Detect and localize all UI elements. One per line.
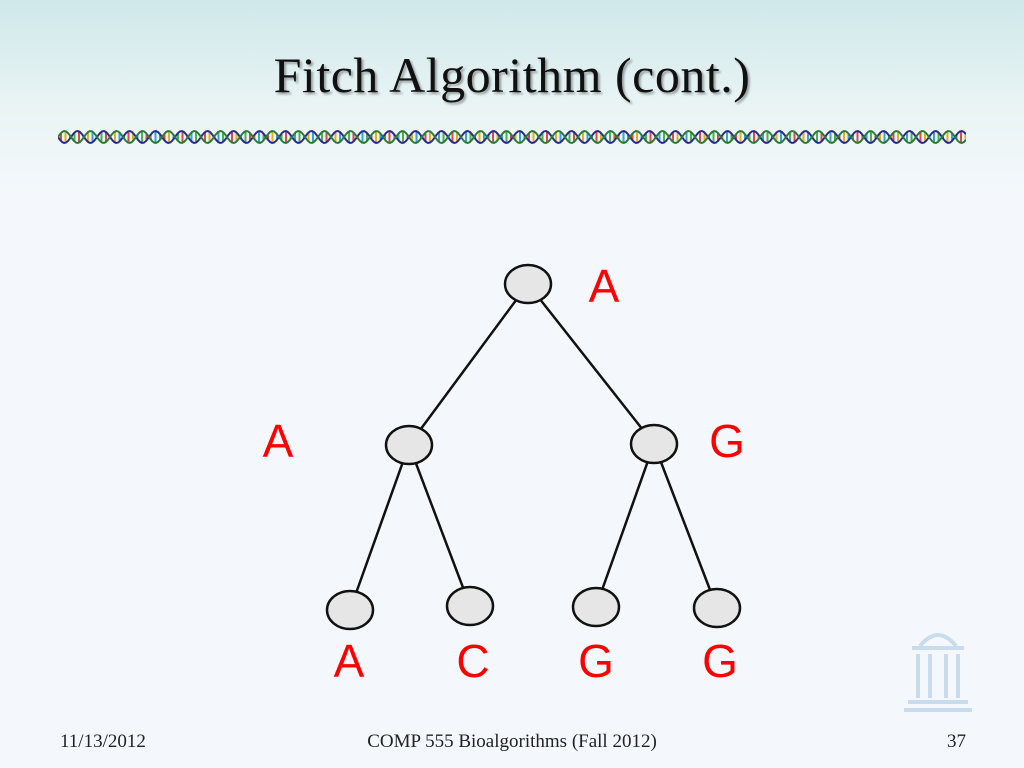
edge-internal-left-leaf-1: [348, 444, 411, 611]
tree-node-leaf-4: [692, 587, 742, 629]
tree-label-leaf-1: A: [334, 635, 365, 687]
tree-label-internal-left: A: [263, 415, 294, 467]
tree-node-root: [503, 263, 553, 305]
slide-title: Fitch Algorithm (cont.): [273, 47, 751, 103]
tree-label-internal-right: G: [709, 415, 745, 467]
tree-label-leaf-3: G: [578, 635, 614, 687]
footer-date: 11/13/2012: [60, 731, 146, 752]
edge-root-internal-right: [527, 283, 655, 445]
tree-node-internal-right: [629, 423, 679, 465]
tree-node-leaf-3: [571, 586, 621, 628]
tree-label-leaf-2: C: [456, 635, 489, 687]
edge-internal-right-leaf-3: [594, 443, 656, 608]
footer-page-number: 37: [947, 731, 966, 752]
dna-helix-divider: [58, 129, 966, 145]
tree-node-leaf-1: [325, 589, 375, 631]
edge-internal-right-leaf-4: [652, 443, 719, 609]
tree-label-root: A: [589, 260, 620, 312]
tree-node-internal-left: [384, 424, 434, 466]
old-well-logo: [904, 633, 972, 712]
tree-node-leaf-2: [445, 585, 495, 627]
tree-label-leaf-4: G: [702, 635, 738, 687]
edge-internal-left-leaf-2: [407, 444, 472, 607]
edge-root-internal-left: [407, 283, 530, 446]
footer-course-title: COMP 555 Bioalgorithms (Fall 2012): [367, 731, 657, 752]
